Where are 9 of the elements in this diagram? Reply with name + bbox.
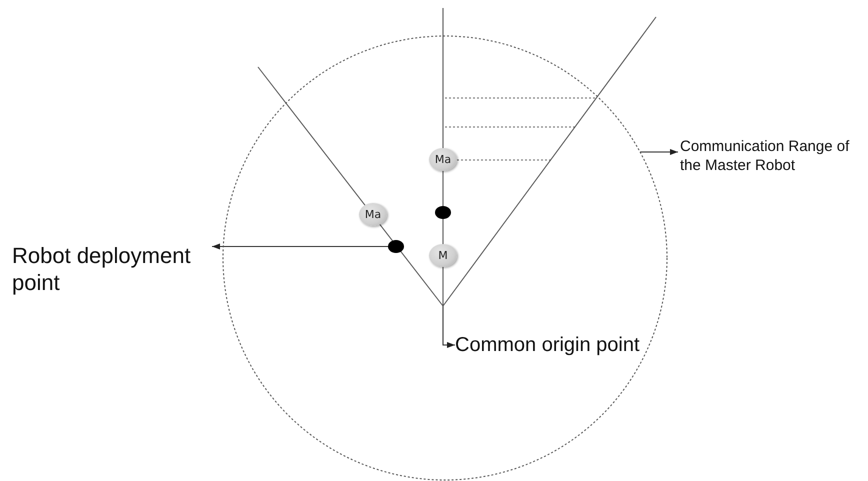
robot-circle: Ma [359, 203, 387, 226]
arrow [640, 149, 678, 155]
caption-text: Common origin point [455, 332, 640, 358]
caption-text: Robot deployment point [12, 242, 192, 296]
robot-circle: M [429, 244, 457, 267]
robot-circle: Ma [429, 148, 457, 171]
arrow [212, 244, 388, 250]
arrow [442, 306, 456, 348]
caption-text: Communication Range of the Master Robot [680, 138, 850, 176]
